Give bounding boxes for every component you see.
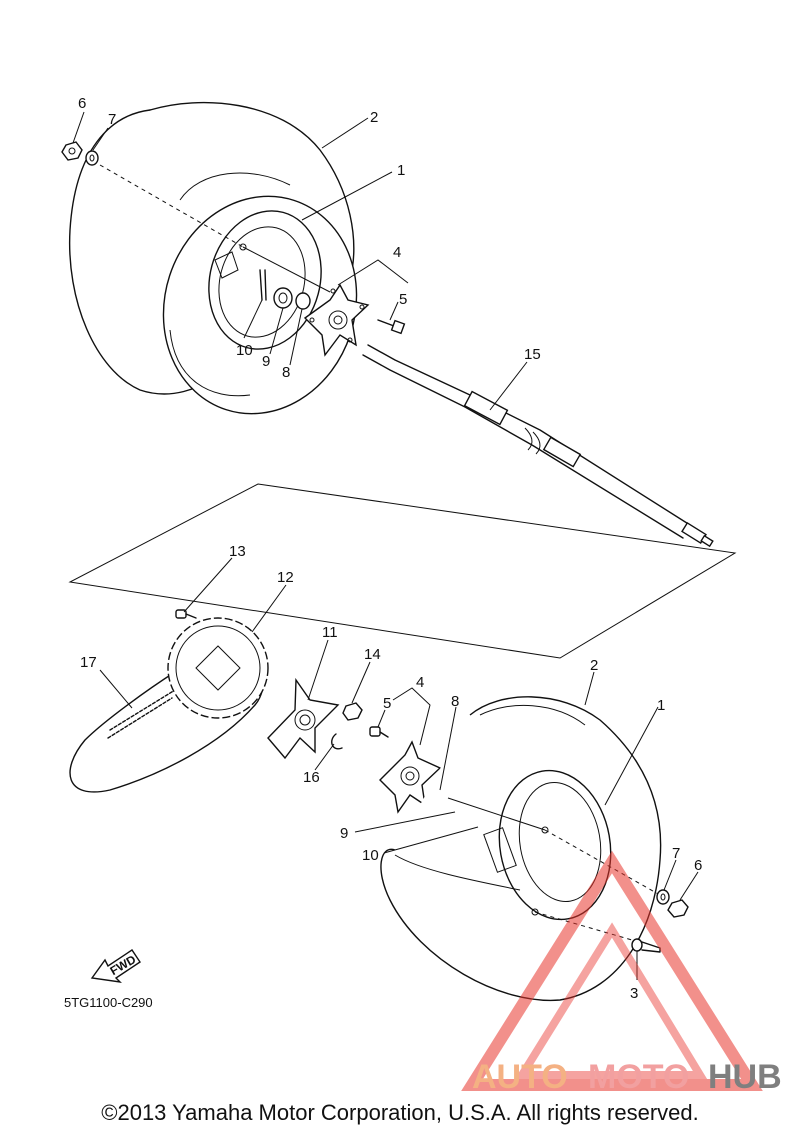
callout-14: 14 — [364, 646, 381, 663]
bottom-valve-line — [534, 911, 633, 941]
callout-2-top: 2 — [370, 109, 378, 126]
leader-lines — [72, 111, 699, 980]
fwd-arrow-icon: FWD — [90, 949, 141, 983]
callout-2-bottom: 2 — [590, 657, 598, 674]
top-washer-8 — [295, 292, 311, 310]
callout-8-bottom: 8 — [451, 693, 459, 710]
callout-12: 12 — [277, 569, 294, 586]
hub-nut-14 — [342, 702, 363, 721]
valve-stem — [631, 938, 661, 953]
copyright-notice: ©2013 Yamaha Motor Corporation, U.S.A. A… — [101, 1100, 699, 1125]
reference-code: 5TG1100-C290 — [64, 995, 153, 1010]
top-hub — [303, 283, 370, 357]
watermark-hub: HUB — [708, 1058, 782, 1096]
sprocket-hub — [267, 677, 340, 760]
callout-17: 17 — [80, 654, 97, 671]
bottom-hub-line — [447, 797, 546, 831]
assembly-frame — [68, 483, 737, 659]
callout-5-bottom: 5 — [383, 695, 391, 712]
callout-3: 3 — [630, 985, 638, 1002]
callout-10-top: 10 — [236, 342, 253, 359]
top-castle-nut — [273, 287, 293, 309]
bottom-hub — [379, 740, 442, 814]
top-tire — [68, 101, 358, 415]
top-hub-line — [242, 246, 331, 293]
callout-4-top: 4 — [393, 244, 401, 261]
top-stud-line — [99, 164, 244, 248]
callout-1-bottom: 1 — [657, 697, 665, 714]
callout-6-top: 6 — [78, 95, 86, 112]
callout-5-top: 5 — [399, 291, 407, 308]
rear-axle — [362, 344, 714, 548]
callout-1-top: 1 — [397, 162, 405, 179]
callout-16: 16 — [303, 769, 320, 786]
callout-9-bottom: 9 — [340, 825, 348, 842]
callout-7-bottom: 7 — [672, 845, 680, 862]
top-cotter-pin — [259, 269, 267, 301]
top-hub-bolt — [377, 319, 406, 335]
callout-7-top: 7 — [108, 111, 116, 128]
circlip — [331, 733, 343, 750]
callout-10-bottom: 10 — [362, 847, 379, 864]
watermark-logo: AUTO MOTO HUB — [461, 850, 782, 1096]
sprocket-bolt — [175, 609, 197, 619]
callout-4-bottom: 4 — [416, 674, 424, 691]
bottom-rim — [483, 769, 612, 921]
watermark-moto: MOTO — [588, 1058, 689, 1096]
bottom-nut — [667, 899, 689, 918]
sprocket — [167, 617, 269, 719]
callout-6-bottom: 6 — [694, 857, 702, 874]
bottom-washer — [656, 889, 670, 905]
callout-13: 13 — [229, 543, 246, 560]
callout-9-top: 9 — [262, 353, 270, 370]
callout-15: 15 — [524, 346, 541, 363]
bottom-hub-bolt — [369, 726, 389, 738]
bottom-stud-line — [544, 829, 661, 896]
watermark-auto: AUTO — [472, 1058, 568, 1096]
callouts: 6 7 2 1 4 5 10 9 8 15 13 12 17 11 14 4 5… — [78, 95, 702, 1002]
callout-11: 11 — [322, 624, 338, 641]
top-nut — [61, 141, 83, 161]
callout-8-top: 8 — [282, 364, 290, 381]
top-washer — [85, 150, 99, 166]
